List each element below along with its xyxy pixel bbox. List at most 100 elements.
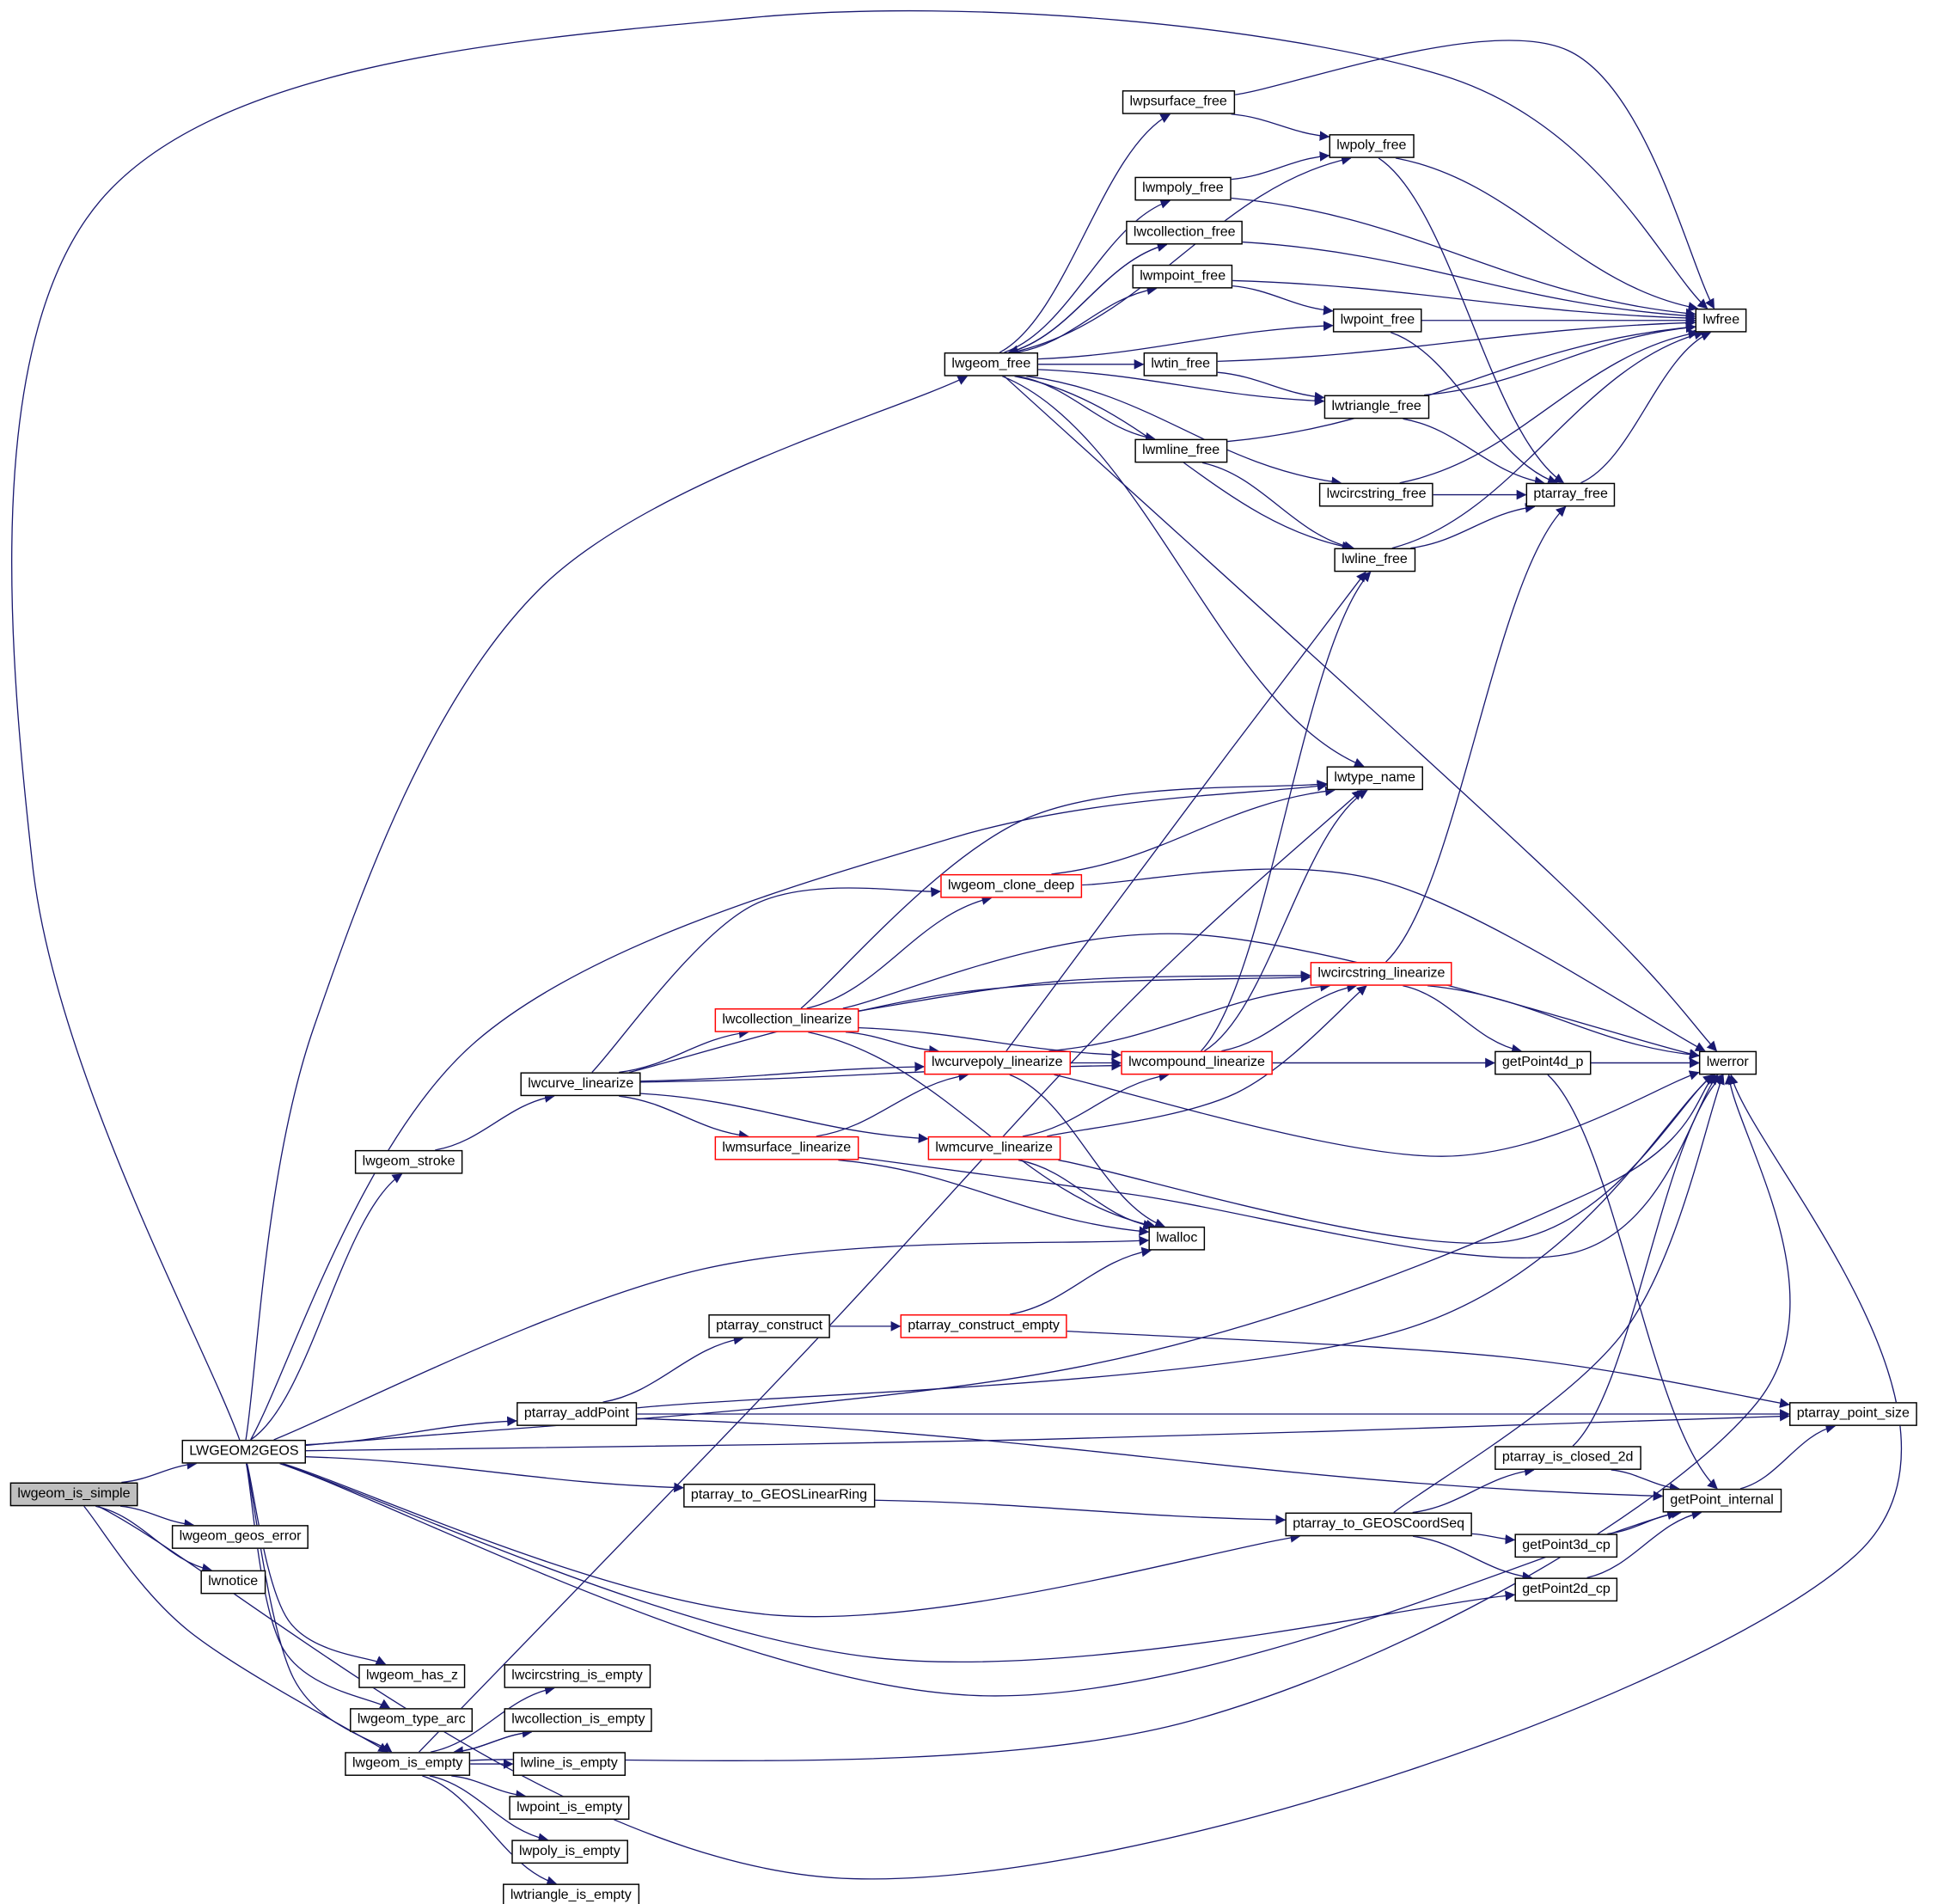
graph-node-lwpoly_is_empty[interactable]: lwpoly_is_empty xyxy=(511,1840,628,1864)
graph-node-lwcircstring_is_empty[interactable]: lwcircstring_is_empty xyxy=(504,1664,651,1688)
call-edge-lwcollection_linearize-to-lwalloc xyxy=(808,1032,1157,1230)
graph-node-lwcurvepoly_linearize[interactable]: lwcurvepoly_linearize xyxy=(924,1050,1071,1075)
graph-node-lwpoint_free[interactable]: lwpoint_free xyxy=(1332,308,1422,333)
graph-node-lwgeom_is_empty[interactable]: lwgeom_is_empty xyxy=(345,1752,471,1776)
graph-node-ptarray_to_GEOSLinearRing[interactable]: ptarray_to_GEOSLinearRing xyxy=(683,1483,875,1508)
call-edge-lwcurvepoly_linearize-to-lwcircstring_linearize xyxy=(1048,981,1331,1052)
call-edge-lwgeom_clone_deep-to-lwerror xyxy=(1082,868,1706,1052)
graph-node-lwtriangle_is_empty[interactable]: lwtriangle_is_empty xyxy=(503,1883,639,1904)
call-edge-lwcollection_linearize-to-lwtype_name xyxy=(800,780,1328,1009)
call-edge-lwgeom_is_empty-to-lwtriangle_is_empty xyxy=(422,1775,558,1886)
call-edge-lwcollection_linearize-to-lwcompound_linearize xyxy=(859,1026,1122,1060)
call-edge-lwcurvepoly_linearize-to-lwerror xyxy=(1054,1070,1700,1157)
call-edge-ptarray_to_GEOSCoordSeq-to-getPoint3d_cp xyxy=(1471,1533,1516,1545)
graph-node-lwtriangle_free[interactable]: lwtriangle_free xyxy=(1323,395,1429,419)
graph-node-getPoint4d_p[interactable]: getPoint4d_p xyxy=(1495,1050,1592,1075)
graph-node-lwtin_free[interactable]: lwtin_free xyxy=(1143,352,1218,377)
call-edge-ptarray_construct_empty-to-ptarray_point_size xyxy=(1067,1330,1790,1409)
graph-node-lwgeom_has_z[interactable]: lwgeom_has_z xyxy=(358,1664,466,1688)
graph-node-lwmcurve_linearize[interactable]: lwmcurve_linearize xyxy=(927,1136,1061,1160)
graph-node-lwcollection_linearize[interactable]: lwcollection_linearize xyxy=(714,1008,859,1032)
graph-node-lwpoint_is_empty[interactable]: lwpoint_is_empty xyxy=(509,1796,630,1821)
call-edge-lwline_free-to-ptarray_free xyxy=(1410,503,1536,549)
call-edge-LWGEOM2GEOS-to-ptarray_to_GEOSLinearRing xyxy=(305,1456,684,1493)
graph-node-ptarray_construct[interactable]: ptarray_construct xyxy=(708,1314,830,1338)
call-edge-lwgeom_free-to-lwpsurface_free xyxy=(999,113,1171,353)
graph-node-lwmpoly_free[interactable]: lwmpoly_free xyxy=(1134,176,1232,201)
call-edge-ptarray_is_closed_2d-to-getPoint_internal xyxy=(1611,1469,1680,1493)
call-edge-lwcurvepoly_linearize-to-lwalloc xyxy=(1009,1074,1165,1228)
call-edge-LWGEOM2GEOS-to-lwerror xyxy=(305,1074,1716,1447)
graph-node-lwgeom_stroke[interactable]: lwgeom_stroke xyxy=(354,1149,463,1174)
graph-node-lwcurve_linearize[interactable]: lwcurve_linearize xyxy=(520,1072,642,1097)
graph-node-lwfree[interactable]: lwfree xyxy=(1695,308,1747,333)
graph-node-ptarray_point_size[interactable]: ptarray_point_size xyxy=(1788,1402,1917,1426)
call-edge-lwcurve_linearize-to-lwmcurve_linearize xyxy=(640,1093,929,1143)
call-edge-lwgeom_is_simple-to-LWGEOM2GEOS xyxy=(121,1459,198,1484)
graph-node-lwline_is_empty[interactable]: lwline_is_empty xyxy=(512,1752,626,1776)
graph-node-lwcollection_free[interactable]: lwcollection_free xyxy=(1126,220,1244,245)
call-edge-lwtriangle_free-to-ptarray_free xyxy=(1403,418,1545,487)
call-edge-LWGEOM2GEOS-to-lwgeom_has_z xyxy=(246,1463,387,1665)
call-edge-lwcompound_linearize-to-lwtype_name xyxy=(1203,789,1368,1052)
call-edge-lwmcurve_linearize-to-lwerror xyxy=(1058,1074,1714,1244)
call-edge-lwpoint_free-to-ptarray_free xyxy=(1390,332,1558,485)
graph-node-lwalloc[interactable]: lwalloc xyxy=(1148,1226,1206,1251)
graph-node-getPoint_internal[interactable]: getPoint_internal xyxy=(1662,1488,1782,1513)
call-edge-LWGEOM2GEOS-to-lwgeom_free xyxy=(245,376,969,1441)
call-edge-lwgeom_is_empty-to-lwerror xyxy=(470,1074,1791,1761)
call-edge-ptarray_construct_empty-to-lwalloc xyxy=(1009,1246,1152,1315)
graph-node-lwcompound_linearize[interactable]: lwcompound_linearize xyxy=(1121,1050,1273,1075)
graph-node-lwpoly_free[interactable]: lwpoly_free xyxy=(1329,134,1415,158)
graph-node-lwtype_name[interactable]: lwtype_name xyxy=(1326,766,1423,791)
graph-node-getPoint2d_cp[interactable]: getPoint2d_cp xyxy=(1514,1577,1618,1602)
call-edge-lwgeom_is_empty-to-lwpoly_is_empty xyxy=(429,1775,549,1843)
graph-node-ptarray_construct_empty[interactable]: ptarray_construct_empty xyxy=(900,1314,1067,1338)
call-edge-lwcurvepoly_linearize-to-lwline_free xyxy=(1006,571,1366,1052)
graph-node-lwmline_free[interactable]: lwmline_free xyxy=(1134,438,1227,463)
call-edge-ptarray_to_GEOSCoordSeq-to-getPoint2d_cp xyxy=(1412,1535,1533,1582)
call-edge-lwmline_free-to-lwline_free xyxy=(1201,462,1354,552)
graph-node-lwnotice[interactable]: lwnotice xyxy=(200,1570,266,1595)
graph-node-lwcircstring_free[interactable]: lwcircstring_free xyxy=(1318,482,1434,507)
graph-node-ptarray_is_closed_2d[interactable]: ptarray_is_closed_2d xyxy=(1495,1446,1641,1470)
call-edge-ptarray_addPoint-to-ptarray_construct xyxy=(602,1334,744,1403)
graph-node-ptarray_free[interactable]: ptarray_free xyxy=(1525,482,1616,507)
graph-node-LWGEOM2GEOS[interactable]: LWGEOM2GEOS xyxy=(181,1439,307,1464)
graph-node-lwline_free[interactable]: lwline_free xyxy=(1334,548,1415,572)
call-edge-lwmpoint_free-to-lwfree xyxy=(1232,279,1696,323)
graph-node-ptarray_to_GEOSCoordSeq[interactable]: ptarray_to_GEOSCoordSeq xyxy=(1285,1512,1472,1537)
graph-node-lwcircstring_linearize[interactable]: lwcircstring_linearize xyxy=(1310,962,1453,986)
call-edge-lwcompound_linearize-to-lwcircstring_linearize xyxy=(1221,982,1358,1052)
graph-node-lwmpoint_free[interactable]: lwmpoint_free xyxy=(1132,264,1233,289)
graph-node-lwgeom_type_arc[interactable]: lwgeom_type_arc xyxy=(350,1708,474,1732)
call-edge-lwcurve_linearize-to-lwcircstring_linearize xyxy=(629,972,1311,1074)
graph-node-lwpsurface_free[interactable]: lwpsurface_free xyxy=(1122,90,1235,114)
graph-node-lwgeom_clone_deep[interactable]: lwgeom_clone_deep xyxy=(940,873,1083,898)
graph-node-ptarray_addPoint[interactable]: ptarray_addPoint xyxy=(517,1402,637,1426)
call-edge-LWGEOM2GEOS-to-lwgeom_type_arc xyxy=(245,1463,391,1709)
call-edge-lwgeom_is_empty-to-lwtype_name xyxy=(419,789,1363,1753)
call-edge-lwgeom_free-to-lwerror xyxy=(1004,376,1718,1052)
graph-node-lwmsurface_linearize[interactable]: lwmsurface_linearize xyxy=(714,1136,859,1160)
call-edge-lwcollection_free-to-lwgeom_free xyxy=(1007,243,1167,355)
call-edge-LWGEOM2GEOS-to-ptarray_point_size xyxy=(305,1411,1790,1452)
graph-node-lwgeom_is_simple: lwgeom_is_simple xyxy=(9,1482,138,1507)
call-edge-lwtin_free-to-lwfree xyxy=(1217,317,1696,362)
graph-node-lwgeom_free[interactable]: lwgeom_free xyxy=(944,352,1039,377)
call-edge-lwmline_free-to-lwfree xyxy=(1227,322,1696,443)
call-edge-lwgeom_free-to-lwtriangle_free xyxy=(1038,369,1325,407)
graph-node-lwerror[interactable]: lwerror xyxy=(1698,1050,1757,1075)
call-edge-lwmcurve_linearize-to-lwalloc xyxy=(1018,1159,1153,1230)
call-edge-getPoint_internal-to-ptarray_point_size xyxy=(1739,1423,1837,1490)
call-edge-ptarray_addPoint-to-lwerror xyxy=(637,1074,1715,1409)
graph-node-lwgeom_geos_error[interactable]: lwgeom_geos_error xyxy=(171,1525,309,1549)
call-edge-lwmsurface_linearize-to-lwcurvepoly_linearize xyxy=(816,1071,969,1137)
call-edge-lwgeom_free-to-lwmpoly_free xyxy=(1004,199,1171,353)
graph-node-getPoint3d_cp[interactable]: getPoint3d_cp xyxy=(1514,1534,1618,1558)
call-edge-getPoint4d_p-to-getPoint_internal xyxy=(1547,1074,1718,1490)
graph-node-lwcollection_is_empty[interactable]: lwcollection_is_empty xyxy=(504,1708,653,1732)
call-edge-lwgeom_clone_deep-to-lwtype_name xyxy=(1051,786,1336,875)
call-edge-lwgeom_is_empty-to-lwpoint_is_empty xyxy=(451,1775,527,1800)
